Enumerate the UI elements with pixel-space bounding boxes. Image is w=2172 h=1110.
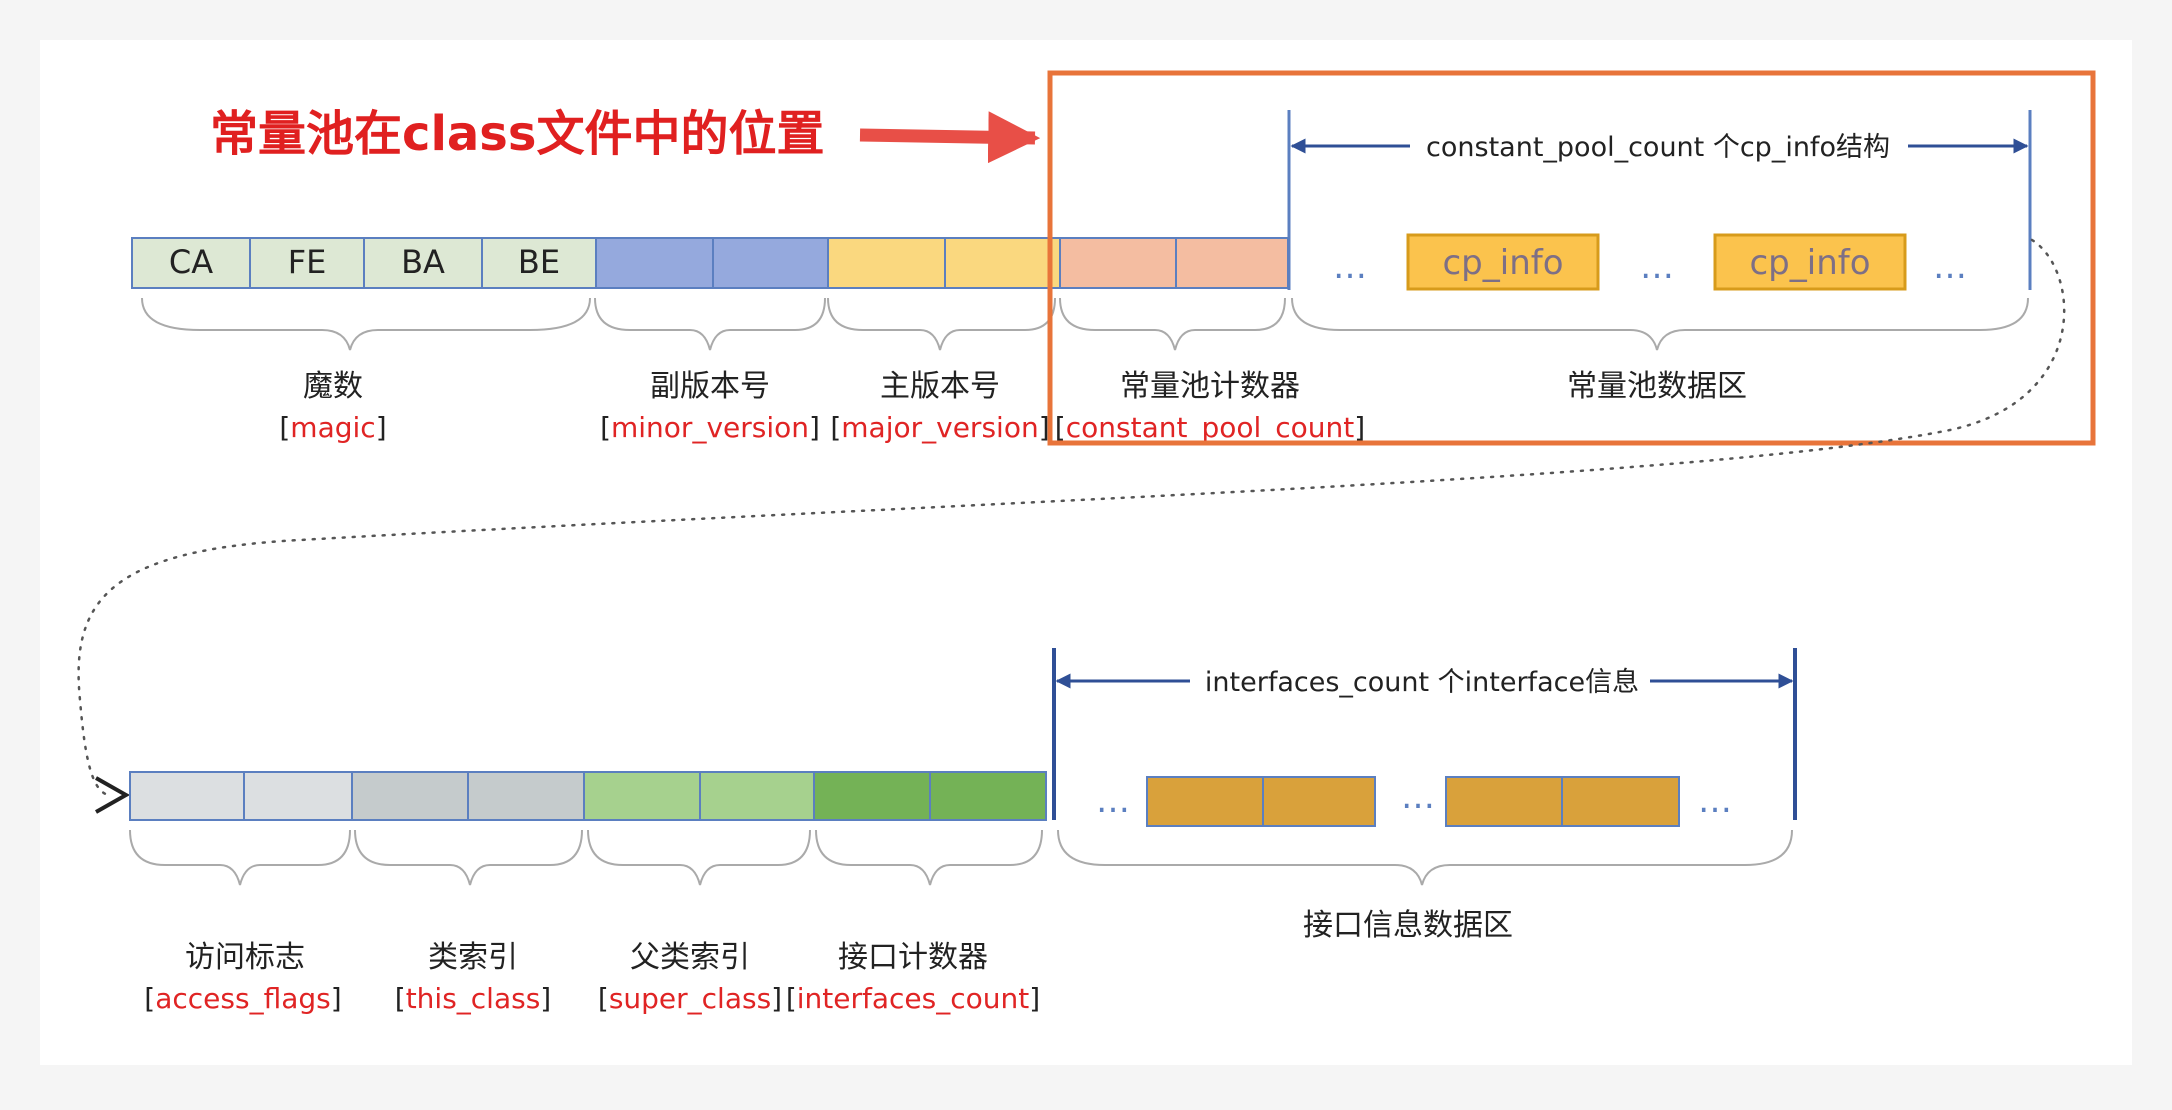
access-flags-cell	[129, 771, 245, 821]
group-field-name: magic	[290, 411, 375, 444]
magic-byte-cell	[363, 237, 483, 289]
major-version-cell	[944, 237, 1061, 289]
group-label-cn: 类索引	[428, 940, 518, 975]
group-field-name: major_version	[841, 411, 1038, 444]
magic-byte-cell	[249, 237, 365, 289]
interfaces-count-brace	[815, 829, 1043, 886]
cp-info-box	[1406, 233, 1600, 291]
pool-span-label: constant_pool_count 个cp_info结构	[1426, 132, 1890, 163]
group-label-cn: 常量池数据区	[1567, 369, 1747, 404]
this-class-cell	[351, 771, 469, 821]
magic-cells: CA FE BA BE	[131, 237, 597, 289]
magic-byte-label: BE	[518, 243, 560, 281]
interface-cell	[1561, 776, 1680, 827]
group-label-en: [interfaces_count]	[786, 982, 1040, 1015]
group-label-cn: 常量池计数器	[1120, 369, 1300, 404]
group-field-name: constant_pool_count	[1066, 411, 1355, 444]
group-field-name: access_flags	[155, 982, 331, 1015]
access-flags-cells	[129, 771, 353, 821]
interfaces-count-cell	[929, 771, 1047, 821]
group-label-cn: 接口计数器	[838, 940, 988, 975]
headline: 常量池在class文件中的位置	[210, 106, 824, 162]
group-label-cn: 魔数	[303, 369, 363, 404]
magic-byte-cell	[131, 237, 251, 289]
group-label-en: [minor_version]	[600, 411, 820, 444]
major-version-brace	[827, 297, 1056, 351]
ellipsis: …	[1933, 247, 1967, 287]
iface-span-label: interfaces_count 个interface信息	[1205, 667, 1639, 698]
cp-info-label: cp_info	[1749, 243, 1870, 283]
pool-span-label-bg	[1410, 128, 1908, 164]
continuation-arrowhead	[95, 776, 131, 814]
content-panel	[40, 40, 2132, 1065]
pool-count-cell	[1175, 237, 1289, 289]
interface-cell	[1146, 776, 1264, 827]
group-field-name: super_class	[609, 982, 771, 1015]
group-label-en: [magic]	[279, 411, 386, 444]
access-flags-brace	[129, 829, 351, 886]
group-label-en: [access_flags]	[144, 982, 341, 1015]
super-class-cell	[583, 771, 701, 821]
ellipsis: …	[1096, 781, 1130, 821]
group-field-name: minor_version	[611, 411, 809, 444]
group-label-en: [major_version]	[830, 411, 1049, 444]
minor-version-brace	[594, 297, 826, 351]
group-field-name: interfaces_count	[797, 982, 1029, 1015]
constant-pool-highlight-box	[1047, 70, 2096, 446]
cp-info-label: cp_info	[1442, 243, 1563, 283]
group-label-cn: 访问标志	[185, 940, 305, 975]
magic-brace	[141, 297, 591, 351]
group-label-cn: 父类索引	[630, 940, 750, 975]
interfaces-count-cells	[813, 771, 1047, 821]
group-label-cn: 主版本号	[880, 369, 1000, 404]
ellipsis: …	[1401, 777, 1435, 817]
super-class-brace	[587, 829, 811, 886]
this-class-brace	[354, 829, 583, 886]
major-version-cells	[827, 237, 1061, 289]
constant-pool-count-cells	[1059, 237, 1289, 289]
group-field-name: this_class	[406, 982, 541, 1015]
ellipsis: …	[1640, 247, 1674, 287]
minor-version-cells	[595, 237, 829, 289]
iface-data-brace	[1057, 829, 1793, 886]
minor-version-cell	[595, 237, 714, 289]
ellipsis: …	[1698, 781, 1732, 821]
pool-count-brace	[1059, 297, 1286, 351]
headline-arrow	[859, 111, 1041, 164]
pool-data-brace	[1291, 297, 2029, 351]
interfaces-count-cell	[813, 771, 931, 821]
super-class-cells	[583, 771, 815, 821]
this-class-cells	[351, 771, 585, 821]
pool-count-cell	[1059, 237, 1177, 289]
interface-cell	[1445, 776, 1563, 827]
access-flags-cell	[243, 771, 353, 821]
group-label-en: [this_class]	[395, 982, 551, 1015]
this-class-cell	[467, 771, 585, 821]
magic-byte-label: BA	[401, 243, 445, 281]
iface-span-label-bg	[1190, 664, 1650, 700]
minor-version-cell	[712, 237, 829, 289]
cp-info-box	[1713, 233, 1907, 291]
continuation-dotted-line	[77, 238, 2066, 797]
group-label-cn: 副版本号	[650, 369, 770, 404]
group-label-en: [constant_pool_count]	[1055, 411, 1365, 444]
row2-braces	[129, 829, 1793, 886]
row1-braces	[141, 297, 2029, 351]
magic-byte-label: CA	[169, 243, 213, 281]
major-version-cell	[827, 237, 946, 289]
magic-byte-label: FE	[288, 243, 327, 281]
interface-cell	[1262, 776, 1376, 827]
group-label-cn: 接口信息数据区	[1303, 908, 1513, 943]
super-class-cell	[699, 771, 815, 821]
ellipsis: …	[1333, 247, 1367, 287]
group-label-en: [super_class]	[598, 982, 782, 1015]
